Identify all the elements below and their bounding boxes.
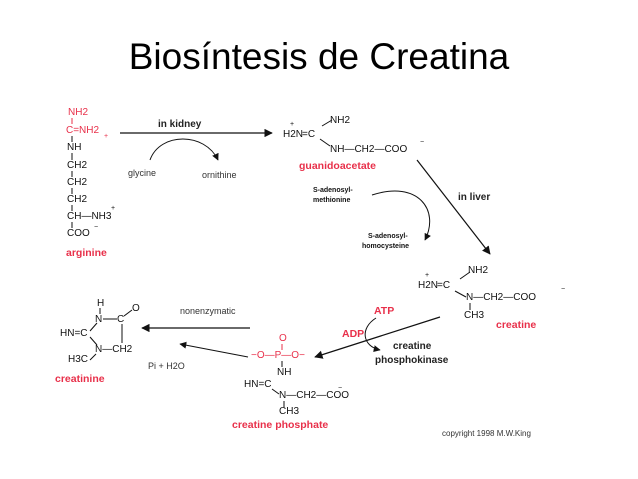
creatine-h2n-charge: +	[425, 272, 429, 279]
creatinine-n-bottom: N—CH2	[95, 344, 133, 355]
arginine-c-nh2: C=NH2	[66, 125, 100, 136]
creatinine-structure: H N C O HN=C N—CH2 H3C creatinine	[55, 298, 140, 385]
arginine-nh3-charge: +	[111, 205, 115, 212]
guanidoacetate-structure: NH2 + H2N =C NH—CH2—COO − guanidoacetate	[283, 115, 424, 172]
creatine-structure: NH2 + H2N =C N—CH2—COO − CH3 creatine	[418, 265, 565, 331]
arginine-nh: NH	[67, 142, 81, 153]
guanidoacetate-h2n-charge: +	[290, 121, 294, 128]
creatine-ch3: CH3	[464, 310, 484, 321]
nonenzymatic-label: nonenzymatic	[180, 306, 236, 316]
arginine-coo-charge: −	[94, 224, 98, 231]
creatinine-h3c: H3C	[68, 354, 88, 365]
glycine-ornithine-curve-arrow	[149, 138, 219, 161]
slide-title: Biosíntesis de Creatina	[128, 36, 510, 77]
creatine-phosphate-nh: NH	[277, 367, 291, 378]
sah-label-line1: S-adenosyl-	[368, 233, 408, 240]
guanidoacetate-chain: NH—CH2—COO	[330, 144, 407, 155]
guanidoacetate-name: guanidoacetate	[299, 160, 376, 172]
ornithine-label: ornithine	[202, 170, 237, 180]
creatinine-hn-c: HN=C	[60, 328, 88, 339]
guanidoacetate-coo-charge: −	[420, 139, 424, 146]
arginine-ch2-2: CH2	[67, 177, 87, 188]
creatine-name: creatine	[496, 319, 536, 331]
pi-water-release-arrow	[179, 341, 249, 358]
creatine-phosphate-structure: O −O—P—O− NH HN=C N—CH2—COO − CH3 creati…	[232, 333, 349, 431]
adp-label: ADP	[342, 328, 364, 340]
creatine-eq-c: =C	[437, 280, 450, 291]
arginine-charge: +	[104, 133, 108, 140]
creatine-phosphate-hn-c: HN=C	[244, 379, 272, 390]
creatine-chain: N—CH2—COO	[466, 292, 536, 303]
creatine-coo-charge: −	[561, 286, 565, 293]
sam-label-line1: S-adenosyl-	[313, 187, 353, 194]
creatine-nh2: NH2	[468, 265, 488, 276]
creatinine-h: H	[97, 298, 104, 309]
creatine-phosphate-name: creatine phosphate	[232, 419, 328, 431]
creatinine-c-right: C	[117, 314, 124, 325]
guanidoacetate-nh2: NH2	[330, 115, 350, 126]
sah-label-line2: homocysteine	[362, 243, 409, 250]
in-liver-label: in liver	[458, 192, 490, 203]
creatinine-o: O	[132, 303, 140, 314]
liver-reaction-arrow	[416, 159, 491, 255]
arginine-ch2-1: CH2	[67, 160, 87, 171]
atp-label: ATP	[374, 305, 394, 317]
arginine-name: arginine	[66, 247, 107, 259]
creatine-phosphate-ch3: CH3	[279, 406, 299, 417]
guanidoacetate-eq-c: =C	[302, 129, 315, 140]
creatine-phosphate-chain: N—CH2—COO	[279, 390, 349, 401]
guanidoacetate-h2n: H2N	[283, 129, 303, 140]
arginine-ch-nh3: CH—NH3	[67, 211, 112, 222]
arginine-ch2-3: CH2	[67, 194, 87, 205]
arginine-nh2: NH2	[68, 107, 88, 118]
sam-sah-curve-arrow	[371, 190, 431, 241]
creatine-phosphate-phosphate: −O—P—O−	[251, 350, 305, 361]
atp-adp-curve-arrow	[364, 317, 381, 353]
creatine-phosphate-o-top: O	[279, 333, 287, 344]
sam-label-line2: methionine	[313, 197, 350, 204]
glycine-label: glycine	[128, 168, 156, 178]
creatinine-n-top: N	[95, 314, 102, 325]
creatinine-name: creatinine	[55, 373, 105, 385]
arginine-structure: NH2 C=NH2 + NH CH2 CH2 CH2 CH—NH3 + COO …	[66, 107, 115, 259]
copyright-text: copyright 1998 M.W.King	[442, 429, 531, 438]
creatine-h2n: H2N	[418, 280, 438, 291]
kinase-label-line2: phosphokinase	[375, 355, 449, 366]
in-kidney-label: in kidney	[158, 119, 202, 130]
arginine-coo: COO	[67, 228, 90, 239]
kinase-label-line1: creatine	[393, 341, 432, 352]
creatine-phosphate-coo-charge: −	[338, 385, 342, 392]
kinase-reaction-arrow	[314, 316, 441, 359]
pi-water-label: Pi + H2O	[148, 361, 185, 371]
